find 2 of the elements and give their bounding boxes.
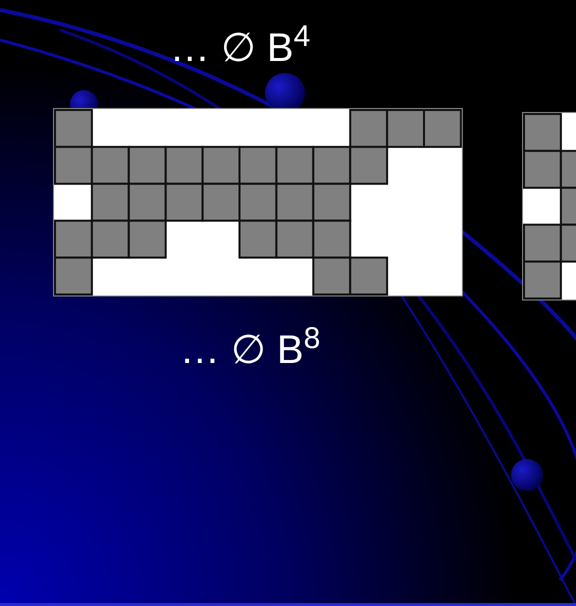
formula-text: … ∅ B$^{8}$ — [178, 326, 322, 374]
formula-text: … ∅ B$^{4}$ — [168, 24, 312, 72]
